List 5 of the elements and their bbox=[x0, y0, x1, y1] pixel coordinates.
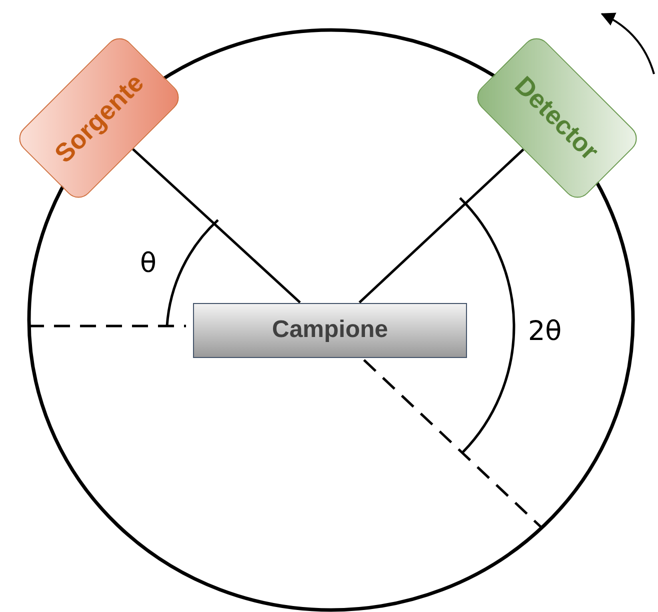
angle-label: 2θ bbox=[528, 318, 562, 345]
sample-box: Campione bbox=[193, 302, 467, 358]
beam-line bbox=[132, 148, 301, 304]
beam-line bbox=[358, 148, 524, 304]
angle-label: θ bbox=[140, 250, 157, 277]
